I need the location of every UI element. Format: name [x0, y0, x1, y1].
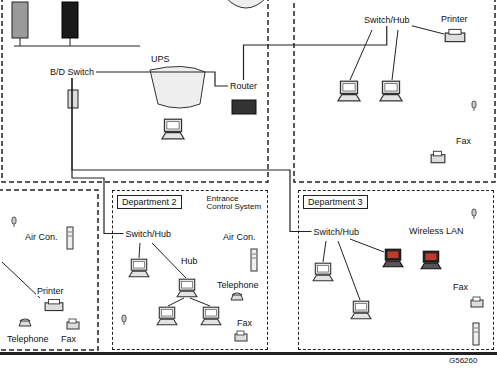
device-label: Air Con.: [24, 232, 59, 242]
sensor-icon: [12, 217, 16, 227]
antenna-dish: [226, 0, 266, 8]
device-label: UPS: [150, 54, 171, 64]
wire: [350, 239, 384, 252]
department-outline: [294, 0, 495, 182]
wire: [70, 38, 71, 46]
device-label: Hub: [180, 256, 199, 266]
router-symbol: [232, 100, 256, 114]
pc-icon: [201, 307, 221, 325]
fax-icon: [67, 319, 79, 329]
pc-icon: [383, 249, 403, 267]
server-area-outline: [2, 0, 268, 182]
network-cable: [244, 26, 387, 80]
device-label: Printer: [440, 14, 469, 24]
aircon-icon: [67, 227, 73, 249]
device-label: Entrance Control System: [206, 194, 264, 214]
wire: [168, 298, 184, 306]
department-outline: [0, 190, 98, 350]
pc-icon: [177, 279, 197, 297]
wire: [392, 30, 398, 80]
wire: [2, 262, 40, 298]
telephone-icon: [231, 293, 243, 300]
device-label: Fax: [60, 334, 77, 344]
ups-unit: [150, 66, 205, 108]
device-label: Printer: [36, 286, 65, 296]
sensor-icon: [472, 101, 476, 111]
device-label: Fax: [236, 318, 253, 328]
pc-icon: [129, 259, 149, 277]
device-label: Router: [228, 80, 259, 92]
device-name: Switch/Hub: [126, 229, 172, 239]
switch-symbol: [68, 90, 78, 108]
pc-icon: [421, 251, 441, 269]
sensor-icon: [122, 315, 126, 325]
server-tower: [62, 2, 78, 38]
device-label: Switch/Hub: [312, 226, 362, 238]
device-name: Switch/Hub: [364, 15, 410, 25]
device-label: G56260: [448, 356, 478, 365]
fax-icon: [431, 151, 445, 162]
network-cable: [96, 72, 228, 86]
aircon-icon: [251, 249, 257, 271]
fax-icon: [235, 331, 247, 341]
department-heading: Department 2: [117, 195, 182, 209]
aircon-icon: [473, 323, 479, 345]
pc-icon: [380, 81, 402, 101]
pc-icon: [157, 307, 177, 325]
device-label: Telephone: [6, 334, 50, 344]
wire: [323, 241, 326, 262]
network-cable: [72, 78, 123, 234]
device-name: B/D Switch: [50, 67, 94, 77]
device-label: Switch/Hub: [362, 14, 412, 26]
device-label: Switch/Hub: [124, 228, 174, 240]
wire: [190, 298, 210, 306]
pc-icon: [313, 263, 333, 281]
device-label: Wireless LAN: [408, 226, 465, 236]
device-name: Entrance Control System: [207, 194, 262, 212]
device-label: Fax: [455, 136, 472, 146]
telephone-icon: [19, 319, 31, 326]
device-label: Air Con.: [222, 232, 257, 242]
server-tower: [12, 2, 28, 38]
pc-icon: [351, 301, 371, 319]
pc-icon: [338, 81, 360, 101]
device-label: B/D Switch: [48, 66, 96, 78]
wire: [338, 241, 360, 300]
device-name: Router: [230, 81, 257, 91]
fax-icon: [471, 297, 483, 307]
printer-icon: [445, 29, 465, 41]
file-server: [162, 119, 184, 139]
sensor-icon: [472, 209, 476, 219]
device-label: Fax: [452, 282, 469, 292]
wire: [14, 46, 140, 47]
wire: [20, 38, 21, 46]
bottom-bar: [0, 352, 497, 355]
device-label: Telephone: [216, 280, 260, 290]
wire: [350, 30, 372, 80]
device-name: Switch/Hub: [314, 227, 360, 237]
network-cable: [72, 78, 311, 232]
printer-icon: [45, 299, 63, 310]
wire: [139, 243, 140, 258]
department-box: Department 3 Switch/Hub: [298, 190, 494, 350]
department-heading: Department 3: [303, 195, 368, 209]
